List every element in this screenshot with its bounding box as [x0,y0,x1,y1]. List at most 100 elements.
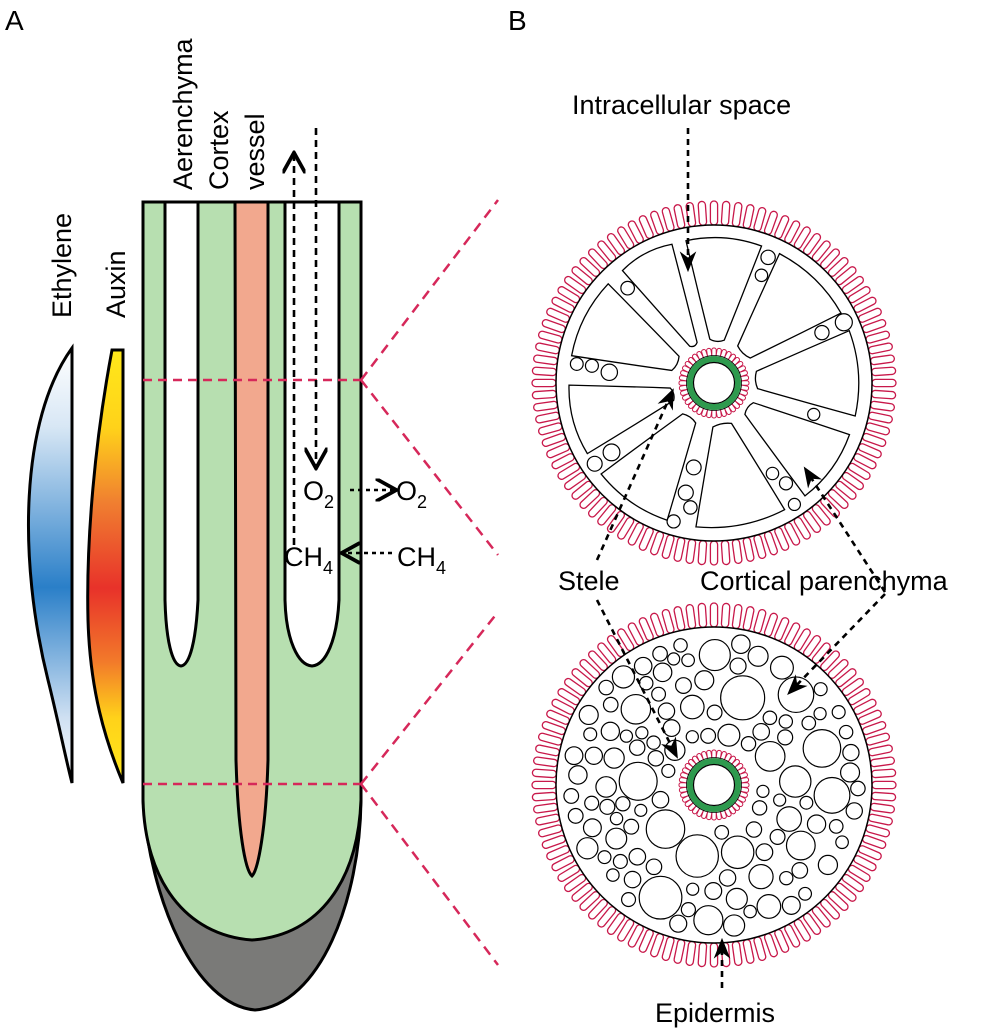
parenchyma-cell [807,407,821,422]
epidermal-cell [867,411,893,424]
parenchyma-cell [743,904,757,919]
parenchyma-cell [729,657,747,675]
parenchyma-cell [752,722,771,741]
epidermal-cell [869,756,895,768]
parenchyma-cell [647,749,665,767]
epidermal-cell [535,411,561,424]
vascular-ring [687,356,741,410]
aerenchyma-channel-right [283,200,341,668]
parenchyma-cell [606,868,620,882]
aerenchyma-lacuna [754,329,860,417]
parenchyma-cell [661,763,676,779]
parenchyma-cell [760,249,776,266]
epidermal-cell [697,200,708,227]
parenchyma-cell [717,723,741,747]
parenchyma-cell [765,466,780,481]
parenchyma-cell [598,679,614,696]
parenchyma-cell [657,702,676,720]
parenchyma-cell [769,828,786,845]
parenchyma-cell [686,882,700,896]
parenchyma-cell [779,870,794,886]
parenchyma-cell [802,729,842,768]
label-ch4-inner: CH4 [284,542,333,578]
vascular-ring-outline [686,355,742,411]
parenchyma-cell [586,455,603,472]
parenchyma-cell [834,313,853,332]
parenchyma-cell [638,875,683,920]
parenchyma-cell [563,788,580,804]
panel-a: Aerenchyma Cortex vessel Ethylene Auxin … [26,37,446,1012]
parenchyma-cell [722,914,746,937]
parenchyma-cell [645,809,686,849]
connector-bottom-lower [360,783,499,966]
central-vessel [692,361,736,405]
parenchyma-cell [634,803,648,817]
parenchyma-cell [602,696,619,713]
parenchyma-cell [669,914,688,933]
parenchyma-cell [762,710,778,726]
parenchyma-cell [698,638,731,672]
epidermal-cell [867,813,893,826]
parenchyma-cell [600,363,619,382]
parenchyma-cell [584,358,599,373]
panel-label-b: B [508,5,527,36]
parenchyma-cell [646,735,661,750]
epidermal-cell [870,389,897,400]
parenchyma-cell [754,740,786,772]
epidermal-cell [531,791,558,802]
parenchyma-cell [612,853,628,870]
parenchyma-cell [567,807,584,824]
epidermal-cell [742,606,755,632]
label-intracellular-space: Intracellular space [572,90,791,120]
parenchyma-cell [645,858,663,876]
parenchyma-cell [602,443,621,462]
parenchyma-cell [635,726,649,740]
parenchyma-cell [605,827,628,850]
parenchyma-cell [756,784,770,798]
ethylene-gradient [26,343,74,784]
parenchyma-cell [576,837,599,860]
parenchyma-cell [652,645,668,662]
epidermal-cell [535,342,561,355]
epidermal-cell [535,813,561,826]
parenchyma-cell [720,835,755,870]
parenchyma-cell [704,881,723,900]
epidermal-cell [731,202,743,228]
parenchyma-cell [835,835,849,850]
epidermal-cell [673,204,686,230]
epidermal-cell [673,536,686,562]
parenchyma-cell [564,746,584,766]
parenchyma-cell [620,280,636,296]
aerenchyma-lacuna [570,282,680,372]
panel-label-a: A [5,5,24,36]
aerenchyma-lacuna [736,252,842,359]
epidermis-ring-bottom [531,602,897,968]
parenchyma-cell [569,357,584,371]
label-auxin: Auxin [101,250,131,318]
parenchyma-cell [751,800,768,816]
parenchyma-cell [619,729,634,743]
auxin-gradient [86,348,125,784]
panel-b: Intracellular space Stele Cortical paren… [531,90,949,1028]
parenchyma-cell [600,721,621,742]
parenchyma-cell [693,905,724,936]
label-cortical-parenchyma: Cortical parenchyma [700,566,949,596]
label-ch4-outer: CH4 [397,542,446,578]
central-vessel [692,763,736,807]
cortical-cells-top [569,249,853,529]
aerenchyma-lacuna [744,401,851,497]
arrow-stele-top [595,388,674,561]
epidermal-cell [870,768,897,779]
parenchyma-cell [599,798,616,815]
parenchyma-cell [747,645,769,667]
parenchyma-cell [652,662,673,683]
parenchyma-cell [828,819,844,834]
connector-top-upper [360,199,499,381]
parenchyma-cell [628,739,646,756]
epidermal-cell [533,802,559,814]
parenchyma-cell [582,818,602,838]
parenchyma-cell [620,892,637,908]
epidermal-cell [871,378,897,388]
label-ethylene: Ethylene [47,213,77,318]
parenchyma-cell [778,714,794,729]
